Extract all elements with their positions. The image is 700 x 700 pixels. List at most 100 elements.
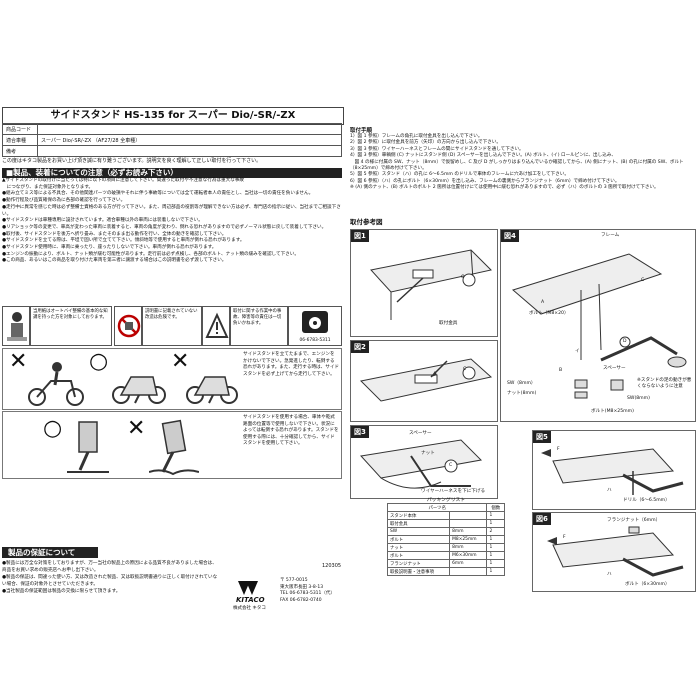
caution-item: ●この商品、あるいはこの商品を取り付けた車両を第三者に譲渡する場合はこの説明書を… [2, 258, 227, 264]
part-qty: 2 [486, 527, 505, 536]
callout-f: F [557, 447, 560, 452]
ok-mark: ○ [89, 349, 109, 374]
ng-mark: ✕ [9, 349, 28, 374]
spec-row: 備考 [2, 145, 342, 157]
install-step: 6）図 6 参照）（ハ）の孔にボルト（6×30mm）を出し込み、フレームの裏側か… [350, 178, 620, 184]
install-step: 2）図 2 参照）に取付金具を前方（矢印）の方向から出し込んで下さい。 [350, 140, 501, 146]
figure-label: 図3 [351, 426, 369, 438]
figure-2: 図2 C [350, 340, 498, 422]
install-step: ※ (A) 側のナット、(B) ボルトのボルト 2 箇所は位置付けにては使用中に… [350, 185, 659, 191]
prohibition-pictogram [114, 306, 142, 346]
column-header: パーツ名 [386, 503, 488, 512]
caution-item: ●走行中に異常を感じた時は必ず整備士資格のある方が行って下さい。また、周辺部品の… [2, 204, 341, 217]
kitaco-logo-icon [238, 581, 258, 595]
figure-4-drawing [511, 253, 687, 399]
address-line: 〒 577-0015 [280, 578, 308, 583]
figure-label: 図2 [351, 341, 369, 353]
phone-box: 06-6783-5311 [288, 306, 342, 346]
part-size [449, 567, 488, 576]
caution-item: ●組み立てミス等による不具合、その他関連パーツの破損やそれに伴う事故等については… [2, 191, 314, 197]
figure-1: 図1 C 取付金具 [350, 229, 498, 337]
part-name: フランジナット [386, 559, 451, 568]
stand-note-engine: サイドスタンドを立てたままで、エンジンをかけないで下さい。急発進したり、転倒する… [243, 352, 340, 377]
callout-ha: ハ [607, 488, 612, 493]
part-name: 取付金具 [386, 519, 451, 528]
callout-c: C [449, 463, 453, 468]
install-step: 3）図 3 参照）ワイヤーハーネスとフレームの間にサイドスタンドを通して下さい。 [350, 146, 524, 152]
part-name: ボルト [386, 551, 451, 560]
company-address: 〒 577-0015 東大阪市長田 3-8-13 TEL 06-6783-531… [280, 578, 335, 604]
part-qty: 1 [486, 567, 505, 576]
warning-text-modification: 説明書に記載されていない改造は危険です。 [142, 306, 202, 346]
figure-3: 図3 スペーサー ナット ワイヤーハーネスを下に下げる C [350, 425, 498, 499]
fig4-label-sw: SW（8mm） [507, 381, 536, 386]
ng-mark: ✕ [127, 416, 146, 441]
spec-key: 商品コード [2, 123, 38, 135]
spec-row: 適合車種 スーパー Dio/-SR/-ZX （AF27/28 全車種） [2, 134, 342, 146]
callout-i: イ [575, 349, 580, 354]
spec-value [37, 145, 342, 157]
part-name: ナット [386, 543, 451, 552]
fig4-label-nut: ナット(8mm) [507, 391, 537, 396]
figure-2-drawing [359, 358, 493, 402]
figure-6: 図6 フランジナット（6mm） F ボルト（6×30mm） ハ [532, 512, 696, 592]
part-size: 6mm [449, 559, 488, 568]
caution-item: ●リアショック等の変更で、車高が変わった車両に装着すると、車両の角度が変わり、倒… [2, 224, 327, 230]
document-code: 120305 [322, 563, 342, 569]
callout-f: F [563, 535, 566, 540]
caution-item: ●サイドスタンドを立てる際は、平坦で固い所で立てて下さい。傾斜地等で使用すると車… [2, 238, 245, 244]
thank-you-notice: この度はキタコ製品をお買い上げ頂き誠に有り難うございます。説明文を良く理解して正… [2, 158, 262, 164]
table-row: 取扱説明書・注意事項 1 [386, 567, 505, 576]
scooter-on-stand-illustration [186, 376, 238, 404]
warranty-heading: 製品の保証について [2, 547, 98, 558]
spec-key: 適合車種 [2, 134, 38, 146]
fig5-label-drill: ドリル（6～6.5mm） [623, 498, 670, 503]
fig4-label-spacer: スペーサー [603, 366, 626, 371]
rider-on-stand-illustration [28, 362, 84, 406]
figure-6-drawing [547, 526, 684, 577]
soft-ground-stand-illustration [149, 419, 199, 476]
warning-text-liability: 取付に関する作業中の事故、障害等の責任は一切負いかねます。 [230, 306, 288, 346]
caution-item: ●動作行程及び品質確保の為に各部の確認を行って下さい。 [2, 198, 126, 204]
caution-pictogram [202, 306, 230, 346]
fig4-label-sw-right: SW(8mm) [627, 396, 650, 401]
spec-table: 商品コード 適合車種 スーパー Dio/-SR/-ZX （AF27/28 全車種… [2, 123, 342, 157]
figure-1-drawing [370, 249, 492, 320]
callout-a: A [541, 300, 545, 305]
part-name: 取扱説明書・注意事項 [386, 567, 451, 576]
part-name: SW [386, 527, 451, 536]
part-size: M6×30mm [449, 551, 488, 560]
figure-label: 図4 [501, 230, 519, 242]
warranty-item: ●当社製品の保証範囲は製品の交換に限らせて頂きます。 [2, 589, 121, 594]
install-step: 1）図 1 参照）フレームの角孔に取付金具を出し込んで下さい。 [350, 134, 483, 139]
packing-list-title: パッキングリスト [426, 498, 466, 503]
fig4-label-bolt-m8x25: ボルト(M8×25mm) [591, 409, 634, 414]
brand-name: KITACO [236, 596, 265, 604]
part-qty: 1 [486, 551, 505, 560]
figure-5: 図5 F ドリル（6～6.5mm） ハ [532, 430, 696, 510]
diagram-heading: 取付参考図 [350, 218, 383, 226]
spec-key: 備考 [2, 145, 38, 157]
part-size: 8mm [449, 527, 488, 536]
company-name: 株式会社 キタコ [233, 606, 266, 611]
stand-usage-row-2: ○ ✕ サイドスタンドを使用する場合、車体や乾式路面の位置等で使用しないで下さい… [2, 411, 342, 479]
caution-list: ▲サイドスタンドの取付けに当たっては特に以下の項目に注意して下さい。間違った取付… [2, 178, 342, 265]
warning-text-knowledge: 当用紙はオートバイ整備の基本的な知識を持った方を対象にしております。 [30, 306, 112, 346]
phone-icon [302, 311, 328, 333]
callout-ha: ハ [607, 572, 612, 577]
no-modification-icon [117, 314, 141, 338]
figure-label: 図5 [533, 431, 551, 443]
phone-number: 06-6783-5311 [299, 338, 331, 343]
install-step: 4）図 3 参照）車輌側 (C) ナットにスタンド側 (D) スペーサーを出し込… [350, 153, 616, 159]
callout-b: B [559, 368, 563, 373]
part-qty: 1 [486, 535, 505, 544]
parked-scooter-illustration [112, 376, 166, 404]
caution-item: ●サイドスタンドは車種専用に設計されています。適合車種以外の車両には装着しないで… [2, 218, 203, 224]
address-line: TEL 06-6783-5311（代） [280, 591, 335, 596]
part-qty: 1 [486, 543, 505, 552]
